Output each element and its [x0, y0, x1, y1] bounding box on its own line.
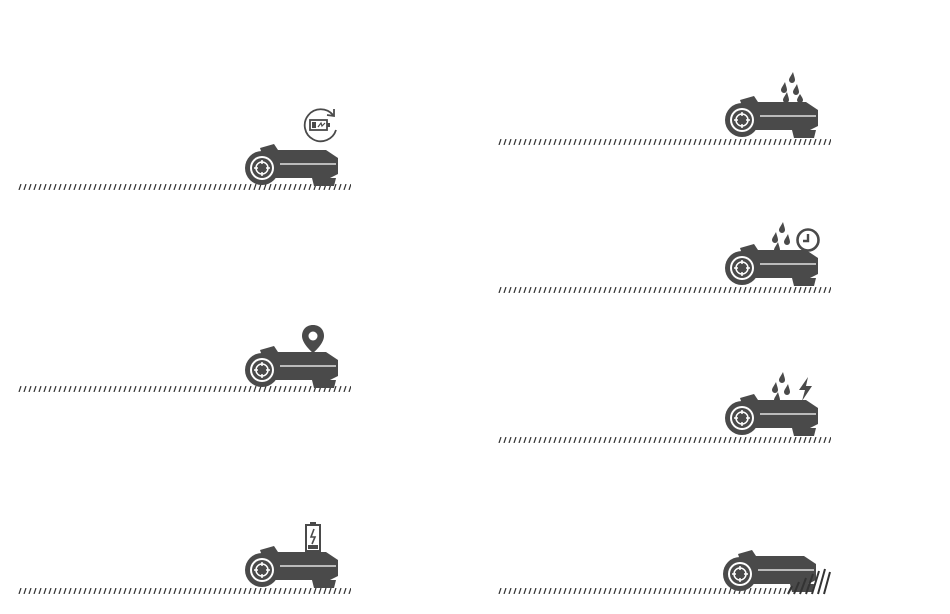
- clock-icon: [795, 227, 821, 253]
- mower-icon: [720, 86, 826, 142]
- rain-drops-icon: [768, 220, 794, 252]
- location-pin-icon: [301, 324, 325, 354]
- lightning-icon: [796, 376, 814, 402]
- rain-drops-icon: [776, 70, 804, 104]
- rain-drops-icon: [768, 370, 794, 402]
- tall-grass-icon: [786, 566, 832, 596]
- low-battery-icon: [304, 521, 322, 553]
- mower-icon: [240, 336, 346, 392]
- battery-cycle-icon: [300, 106, 340, 144]
- mower-icon: [240, 536, 346, 592]
